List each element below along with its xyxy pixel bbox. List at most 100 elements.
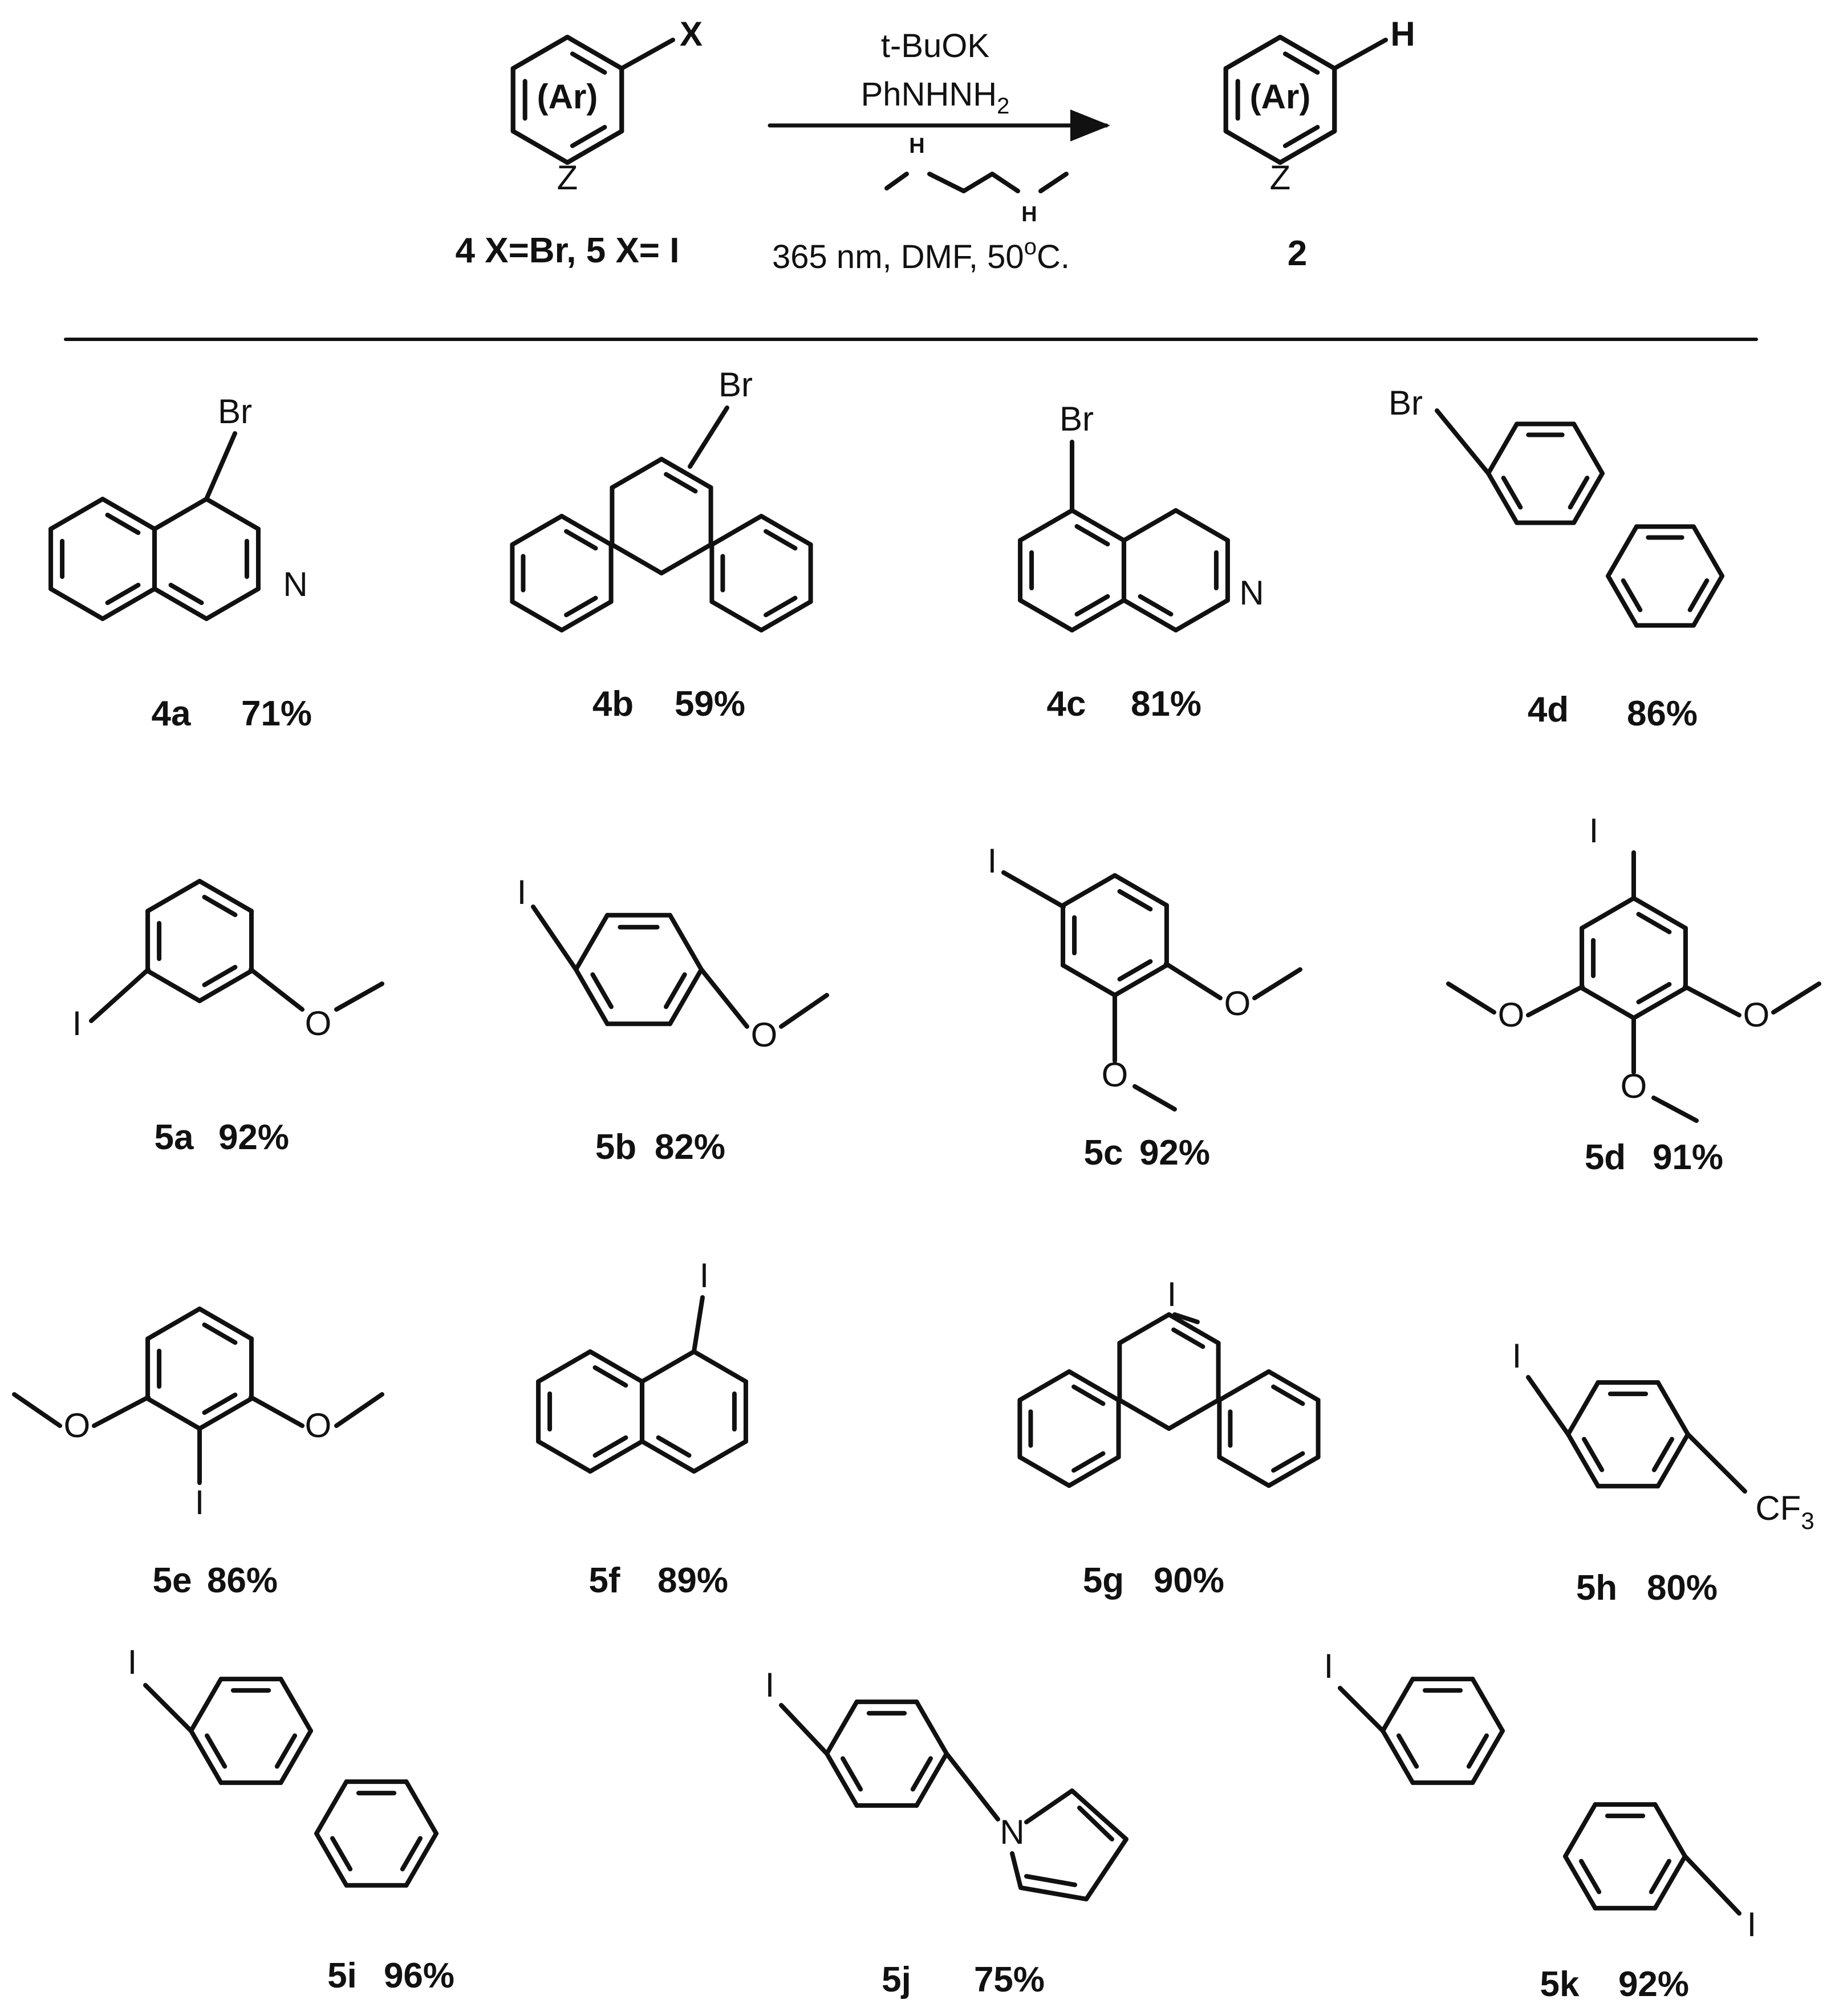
substrate-5f: I 5f 89%: [588, 1256, 728, 1600]
compound-4b-middle-double-bond: [664, 472, 698, 494]
reductant-subscript: 2: [997, 94, 1009, 119]
compound-4b-right-double-bond: [764, 595, 798, 618]
compound-5d-c-o-bond: [1526, 984, 1585, 1017]
atom-i: I: [765, 1666, 775, 1704]
atom-br: Br: [1059, 400, 1094, 438]
compound-5j-pyrrole-bond: [1018, 1885, 1089, 1901]
compound-5c-c-o-bond: [1164, 962, 1223, 1000]
compound-5b-ring-double-bond: [590, 972, 614, 1009]
compound-5k-ring1-double-bond: [1396, 1733, 1419, 1769]
compound-5i-ring1-double-bond: [205, 1733, 228, 1769]
compound-4b-right-double-bond: [764, 529, 798, 551]
compound-5j-pyrrole-double-bond: [1024, 1874, 1077, 1887]
reactant-structure: (Ar) Z X 4 X=Br, 5 X= I: [456, 15, 703, 270]
compound-4a-benzo-bond: [48, 497, 105, 532]
compound-5i-ring1-double-bond: [274, 1733, 297, 1769]
reactant-ring-inner-bond: [510, 35, 570, 71]
atom-i-bottom: I: [1747, 1905, 1757, 1944]
compound-5a-ring-bond: [145, 879, 202, 914]
atom-cf: CF: [1755, 1489, 1801, 1527]
product-structure: (Ar) Z H 2: [1250, 15, 1415, 273]
compound-id: 5c: [1084, 1133, 1123, 1173]
compound-4a-benzo-double-bond: [105, 513, 141, 536]
compound-5d-o-me-bond: [1446, 981, 1496, 1015]
compound-4c-pyridine-bond: [1174, 598, 1230, 632]
compound-id: 5f: [588, 1561, 620, 1600]
compound-5k-ring1-bond: [1470, 1729, 1505, 1785]
compound-5d-ring-bond: [1631, 985, 1688, 1020]
atom-cf-subscript: 3: [1801, 1507, 1814, 1534]
compound-5k-ring2-bond: [1653, 1802, 1687, 1859]
compound-5k-ring1-double-bond: [1466, 1733, 1489, 1769]
compound-5g-right-double-bond: [1271, 1451, 1305, 1473]
compound-yield: 81%: [1131, 684, 1201, 724]
compound-4b-left-bond: [559, 514, 614, 547]
product-ring-inner-bond: [1278, 35, 1337, 71]
compound-4b-right-bond: [709, 514, 764, 547]
atom-o-meta: O: [1102, 1056, 1128, 1094]
compound-4d-ring2-bond: [1691, 574, 1724, 628]
compound-4a-benzo-bond: [100, 586, 157, 621]
compound-4b-left-double-bond: [564, 529, 598, 551]
ligand-bond: [927, 172, 966, 193]
compound-4b-right-bond: [759, 514, 813, 547]
substrate-4a: Br N 4a 71%: [152, 392, 312, 733]
compound-id: 5h: [1576, 1568, 1617, 1608]
compound-5i-ring2-bond: [314, 1831, 349, 1888]
compound-5h-ring-double-bond: [1651, 1437, 1674, 1473]
compound-4d-ring1-bond: [1572, 421, 1605, 476]
substrate-5c: I O O 5c 92%: [988, 842, 1251, 1173]
reaction-conditions: t-BuOK PhNHNH2 H H 365 nm, DMF, 50oC.: [772, 27, 1070, 275]
atom-i: I: [988, 842, 997, 880]
compound-5f-right-bond: [692, 1349, 748, 1384]
compound-5i-ring2-double-bond: [330, 1836, 353, 1872]
compound-yield: 96%: [384, 1956, 454, 1995]
compound-4a-pyridine-bond: [204, 586, 261, 621]
reactant-caption: 4 X=Br, 5 X= I: [456, 231, 680, 270]
substrate-5k: I I 5k 92%: [1324, 1647, 1757, 2004]
compound-yield: 90%: [1154, 1561, 1224, 1600]
compound-4d-ring1-double-bond: [1501, 476, 1523, 510]
compound-5g-right-bond: [1217, 1455, 1271, 1488]
compound-5f-left-bond: [536, 1439, 592, 1474]
atom-br: Br: [218, 392, 252, 431]
compound-5i-ring2-bond: [404, 1831, 439, 1888]
compound-5b-c-o-bond: [699, 967, 749, 1029]
atom-o-para: O: [1224, 984, 1251, 1023]
compound-yield: 80%: [1647, 1568, 1718, 1608]
atom-n: N: [1000, 1813, 1024, 1851]
compound-5a-ring-bond: [145, 968, 202, 1003]
conditions-suffix: C.: [1037, 238, 1070, 275]
compound-5d-ring-double-bond: [1636, 912, 1672, 935]
compound-4a-benzo-double-bond: [105, 582, 141, 605]
compound-5d-ring-bond: [1580, 985, 1636, 1020]
compound-5g-right-double-bond: [1271, 1384, 1305, 1406]
compound-4d-ring2-bond: [1691, 524, 1724, 578]
atom-o: O: [751, 1016, 778, 1054]
reactant-ring-inner-bond: [565, 129, 624, 165]
compound-yield: 86%: [1627, 694, 1698, 733]
compound-4b-middle-bond: [610, 542, 664, 575]
compound-5a-ring-double-bond: [202, 895, 238, 918]
compound-yield: 59%: [675, 684, 745, 724]
base-reagent: t-BuOK: [881, 27, 989, 64]
compound-5k-ring1-bond: [1381, 1677, 1415, 1733]
substrate-5j: I N 5j 75%: [765, 1666, 1045, 1999]
compound-4d-ring1-bond: [1486, 421, 1519, 476]
substrate-4b: Br 4b 59%: [592, 366, 753, 724]
substrate-5i: I 5i 96%: [128, 1643, 454, 1995]
compound-4d-ring2-bond: [1606, 574, 1639, 628]
compound-5b-ring-bond: [574, 912, 610, 972]
compound-5e-ring-bond: [197, 1396, 254, 1431]
atom-n: N: [1239, 574, 1264, 612]
compound-5i-ring1-bond: [189, 1677, 224, 1733]
atom-n: N: [283, 565, 307, 603]
compound-5h-ring-bond: [1655, 1432, 1690, 1488]
compound-4c-benzo-bond: [1018, 598, 1074, 632]
product-ring-inner-bond: [1278, 129, 1337, 165]
atom-o-left: O: [64, 1406, 91, 1445]
compound-5k-ring2-double-bond: [1649, 1859, 1671, 1895]
compound-5d-o2-me-bond: [1771, 981, 1821, 1015]
compound-4b-left-bond: [559, 599, 614, 632]
compound-5e-o-me-bond: [12, 1392, 62, 1428]
